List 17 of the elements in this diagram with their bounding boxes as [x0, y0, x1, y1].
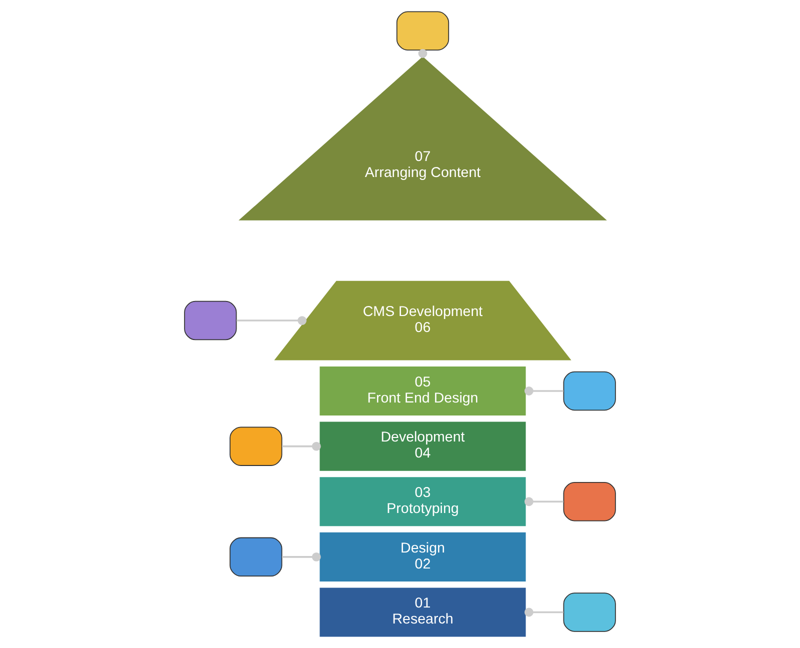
connector — [524, 497, 564, 506]
node-box: 03 Prototyping — [320, 477, 526, 526]
node-box — [563, 482, 616, 522]
node-box: Development 04 — [320, 422, 526, 471]
connector — [282, 442, 321, 451]
node-box: 01 Research — [320, 588, 526, 637]
node-box — [230, 426, 282, 466]
node-box — [563, 592, 616, 632]
connector — [236, 316, 307, 325]
connector — [524, 608, 564, 617]
node-box — [230, 537, 282, 577]
connector — [282, 552, 321, 562]
node-box — [184, 300, 237, 340]
node-box: Design 02 — [320, 532, 526, 582]
connector — [524, 386, 564, 396]
node-box — [563, 371, 616, 411]
node-box: 05 Front End Design — [320, 366, 526, 416]
